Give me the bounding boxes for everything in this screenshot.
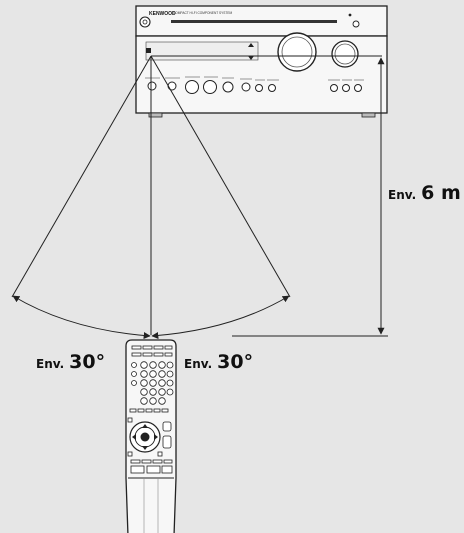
brand-logo: KENWOOD	[149, 11, 176, 17]
right-angle-label: Env.30°	[184, 351, 253, 373]
stereo-unit: KENWOOD COMPACT HI-FI COMPONENT SYSTEM	[135, 5, 388, 118]
distance-label: Env.6 m	[388, 182, 461, 204]
front-buttons	[147, 80, 362, 94]
selector-knob	[331, 40, 359, 68]
remote-nav-pad	[129, 421, 161, 453]
model-text: COMPACT HI-FI COMPONENT SYSTEM	[173, 11, 232, 15]
remote-keypad	[140, 361, 174, 405]
left-angle-label: Env.30°	[36, 351, 105, 373]
remote-top-buttons	[131, 345, 173, 357]
display-panel	[145, 41, 259, 61]
reception-range	[11, 55, 388, 340]
power-button	[139, 16, 151, 28]
volume-knob	[277, 32, 317, 72]
disc-slot	[171, 20, 337, 23]
ir-sensor	[146, 48, 151, 53]
eject-button	[352, 20, 360, 28]
remote-control	[125, 339, 177, 533]
